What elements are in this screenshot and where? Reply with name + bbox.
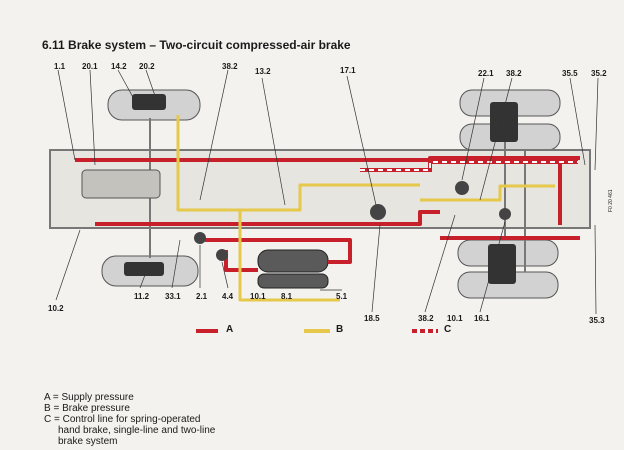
valve-17-1 bbox=[370, 204, 386, 220]
supply-main bbox=[75, 156, 580, 162]
label-17-1: 17.1 bbox=[340, 66, 356, 75]
label-8-1: 8.1 bbox=[281, 292, 293, 301]
leader-35-2 bbox=[594, 77, 599, 171]
label-18-5: 18.5 bbox=[364, 314, 380, 323]
leader-35-5 bbox=[569, 77, 586, 166]
label-38-2-topright: 38.2 bbox=[506, 69, 522, 78]
label-38-2-bottom: 38.2 bbox=[418, 314, 434, 323]
label-4-4: 4.4 bbox=[222, 292, 234, 301]
label-10-1-right: 10.1 bbox=[447, 314, 463, 323]
leader-20-2 bbox=[145, 69, 161, 111]
leader-16-1 bbox=[479, 221, 506, 313]
label-33-1: 33.1 bbox=[165, 292, 181, 301]
rear-chamber-bottom bbox=[488, 244, 516, 284]
brake-lines bbox=[176, 115, 555, 302]
legend-label-a: A bbox=[226, 324, 234, 335]
key-c-line1: C = Control line for spring-operated bbox=[44, 414, 201, 425]
front-chamber-bottom bbox=[124, 262, 164, 276]
key-c-line3: brake system bbox=[58, 436, 118, 447]
key-b: B = Brake pressure bbox=[44, 403, 130, 414]
key-c-line2: hand brake, single-line and two-line bbox=[58, 425, 216, 436]
label-16-1: 16.1 bbox=[474, 314, 490, 323]
brake-chambers bbox=[124, 94, 518, 284]
air-tank-1 bbox=[257, 249, 329, 273]
legend-swatch-c bbox=[412, 329, 438, 333]
label-2-1: 2.1 bbox=[196, 292, 208, 301]
label-10-2: 10.2 bbox=[48, 304, 64, 313]
leader-38-2c bbox=[424, 214, 456, 313]
valve-38-2 bbox=[455, 181, 469, 195]
legend-label-c: C bbox=[444, 324, 452, 335]
leader-20-1 bbox=[89, 69, 96, 166]
valve-2-1 bbox=[194, 232, 206, 244]
leader-35-3 bbox=[594, 224, 597, 315]
leader-11-2 bbox=[139, 274, 146, 289]
leader-1-1 bbox=[57, 69, 76, 161]
label-20-2: 20.2 bbox=[139, 62, 155, 71]
label-22-1: 22.1 bbox=[478, 69, 494, 78]
label-5-1: 5.1 bbox=[336, 292, 348, 301]
label-13-2: 13.2 bbox=[255, 67, 271, 76]
rear-chamber-top bbox=[490, 102, 518, 142]
engine bbox=[81, 169, 161, 199]
leader-lines bbox=[55, 69, 599, 315]
leader-4-4 bbox=[221, 261, 229, 289]
leader-38-2a bbox=[199, 69, 229, 201]
label-20-1: 20.1 bbox=[82, 62, 98, 71]
brake-tanks bbox=[238, 210, 340, 302]
label-10-1-left: 10.1 bbox=[250, 292, 266, 301]
leader-18-5 bbox=[371, 224, 381, 313]
control-lines bbox=[360, 160, 578, 172]
legend-label-b: B bbox=[336, 324, 344, 335]
control-line-dash bbox=[360, 161, 578, 171]
label-35-2: 35.2 bbox=[591, 69, 607, 78]
supply-tank-loop bbox=[224, 250, 258, 272]
valve-16-1 bbox=[499, 208, 511, 220]
engine-block bbox=[81, 169, 161, 199]
air-tanks bbox=[257, 249, 329, 289]
label-35-3: 35.3 bbox=[589, 316, 605, 325]
air-tank-2 bbox=[257, 273, 329, 289]
label-38-2-top: 38.2 bbox=[222, 62, 238, 71]
leader-14-2 bbox=[117, 69, 141, 111]
supply-to-tanks bbox=[205, 238, 352, 264]
leader-10-2 bbox=[55, 229, 81, 301]
valve-4-4 bbox=[216, 249, 228, 261]
leader-22-1 bbox=[461, 77, 485, 181]
legend-swatch-a bbox=[196, 329, 218, 333]
label-1-1: 1.1 bbox=[54, 62, 66, 71]
label-14-2: 14.2 bbox=[111, 62, 127, 71]
supply-lower bbox=[95, 210, 440, 226]
wheels bbox=[101, 89, 561, 299]
brake-rear bbox=[420, 184, 555, 202]
supply-lines bbox=[75, 156, 580, 272]
brake-front bbox=[176, 115, 420, 212]
legend-swatch-b bbox=[304, 329, 330, 333]
label-35-5: 35.5 bbox=[562, 69, 578, 78]
leader-33-1 bbox=[171, 239, 181, 289]
label-11-2: 11.2 bbox=[134, 292, 150, 301]
leader-38-2b bbox=[479, 77, 513, 201]
page-title: 6.11 Brake system – Two-circuit compress… bbox=[42, 38, 351, 52]
legend-key: A = Supply pressure B = Brake pressure C… bbox=[44, 392, 215, 447]
leader-13-2 bbox=[261, 77, 286, 206]
leader-17-1 bbox=[346, 75, 377, 206]
key-a: A = Supply pressure bbox=[44, 392, 134, 403]
valves bbox=[194, 181, 511, 261]
front-chamber-top bbox=[132, 94, 166, 110]
figure-code: F0 20 461 bbox=[608, 189, 614, 212]
